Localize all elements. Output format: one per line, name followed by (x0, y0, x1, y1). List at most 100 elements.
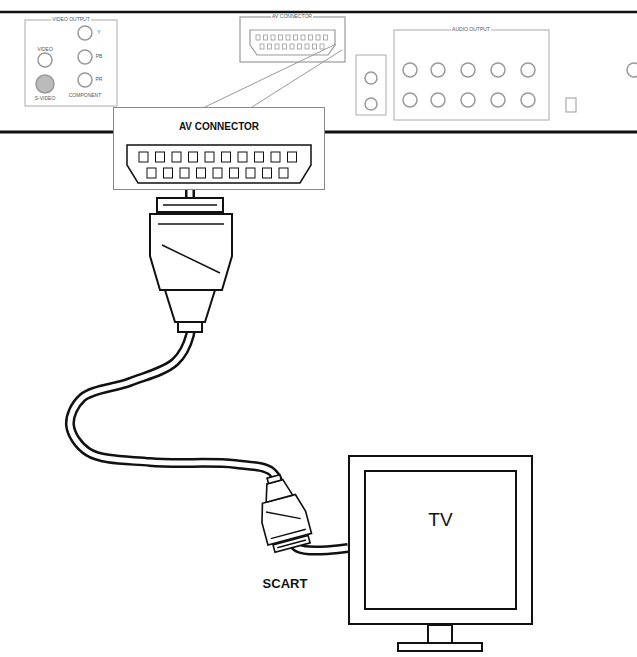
pin (172, 152, 181, 162)
socket-shell (127, 145, 311, 183)
panel-label: AUDIO OUTPUT (451, 27, 491, 32)
pin (279, 35, 283, 40)
panel-label: PR (95, 77, 104, 82)
plug-collar (267, 475, 281, 484)
pin (188, 152, 197, 162)
jack (38, 53, 52, 67)
pin (283, 44, 287, 49)
pin (301, 35, 305, 40)
tv-stand-neck (428, 625, 452, 643)
scart-socket-small (250, 30, 335, 55)
pin (309, 35, 313, 40)
screen (365, 471, 516, 609)
pin (147, 168, 156, 178)
jack (461, 63, 475, 77)
panel-label: Y (96, 30, 101, 35)
plug-groove (163, 204, 217, 206)
plug-body (150, 214, 232, 290)
plug-line (266, 504, 301, 527)
pin (305, 44, 309, 49)
pin (260, 44, 264, 49)
panel-label: PB (95, 54, 104, 59)
cable-inner (70, 190, 348, 551)
jack (431, 93, 445, 107)
jack (627, 63, 637, 77)
jack (491, 63, 505, 77)
pin (196, 168, 205, 178)
plug-head (157, 198, 223, 212)
jack (461, 93, 475, 107)
plug-body (257, 493, 311, 545)
video-output-frame (25, 20, 117, 106)
jack (78, 73, 92, 87)
panel-label: COMPONENT (68, 93, 103, 98)
pin (271, 152, 280, 162)
av-connector-frame (240, 17, 345, 62)
pin (262, 168, 271, 178)
scart-plug (251, 471, 314, 554)
scart-socket-large (113, 107, 325, 190)
pin (205, 152, 214, 162)
tv-screen (348, 455, 533, 625)
jack (78, 26, 92, 40)
pin (320, 44, 324, 49)
plug-neck (165, 290, 215, 322)
plug-line (158, 223, 224, 225)
pin (287, 152, 296, 162)
leader-line (252, 50, 342, 107)
tv-stand-base (398, 643, 482, 651)
audio-output-frame (394, 30, 549, 120)
switch (566, 98, 576, 112)
pin (313, 44, 317, 49)
pin (271, 35, 275, 40)
pin (180, 168, 189, 178)
digital-frame (356, 55, 386, 115)
pin (316, 35, 320, 40)
scart-plug (150, 198, 232, 332)
pin (229, 168, 238, 178)
plug-line (162, 245, 220, 273)
pin (256, 35, 260, 40)
s-video-jack (36, 75, 54, 93)
pin (155, 152, 164, 162)
plug-collar (178, 322, 202, 332)
jack (78, 50, 92, 64)
jack (365, 72, 377, 84)
jack (431, 63, 445, 77)
jack (403, 63, 417, 77)
tv-set: TV (348, 455, 533, 625)
pin (279, 168, 288, 178)
connector-callout: AV CONNECTOR (113, 107, 325, 190)
panel-label: AV CONNECTOR (271, 14, 313, 19)
plug-line (271, 529, 306, 538)
pin (221, 152, 230, 162)
jack (521, 93, 535, 107)
pin (238, 152, 247, 162)
jack (491, 93, 505, 107)
callout-title: AV CONNECTOR (177, 121, 261, 132)
pin (246, 168, 255, 178)
jack (365, 98, 377, 110)
pin (286, 35, 290, 40)
panel-label: S-VIDEO (34, 96, 57, 101)
pin (264, 35, 268, 40)
pin (275, 44, 279, 49)
pin (139, 152, 148, 162)
pin (298, 44, 302, 49)
scart-cable (70, 190, 348, 551)
leader-line (205, 44, 336, 107)
jack (521, 63, 535, 77)
connector-type: SCART (262, 577, 309, 590)
jack (403, 93, 417, 107)
panel-label: VIDEO (36, 47, 54, 52)
pin (268, 44, 272, 49)
device-name: TV (426, 509, 454, 531)
panel-label: VIDEO OUTPUT (51, 17, 91, 22)
panel-top-edge (0, 11, 637, 14)
pin (254, 152, 263, 162)
pin (213, 168, 222, 178)
pin (163, 168, 172, 178)
